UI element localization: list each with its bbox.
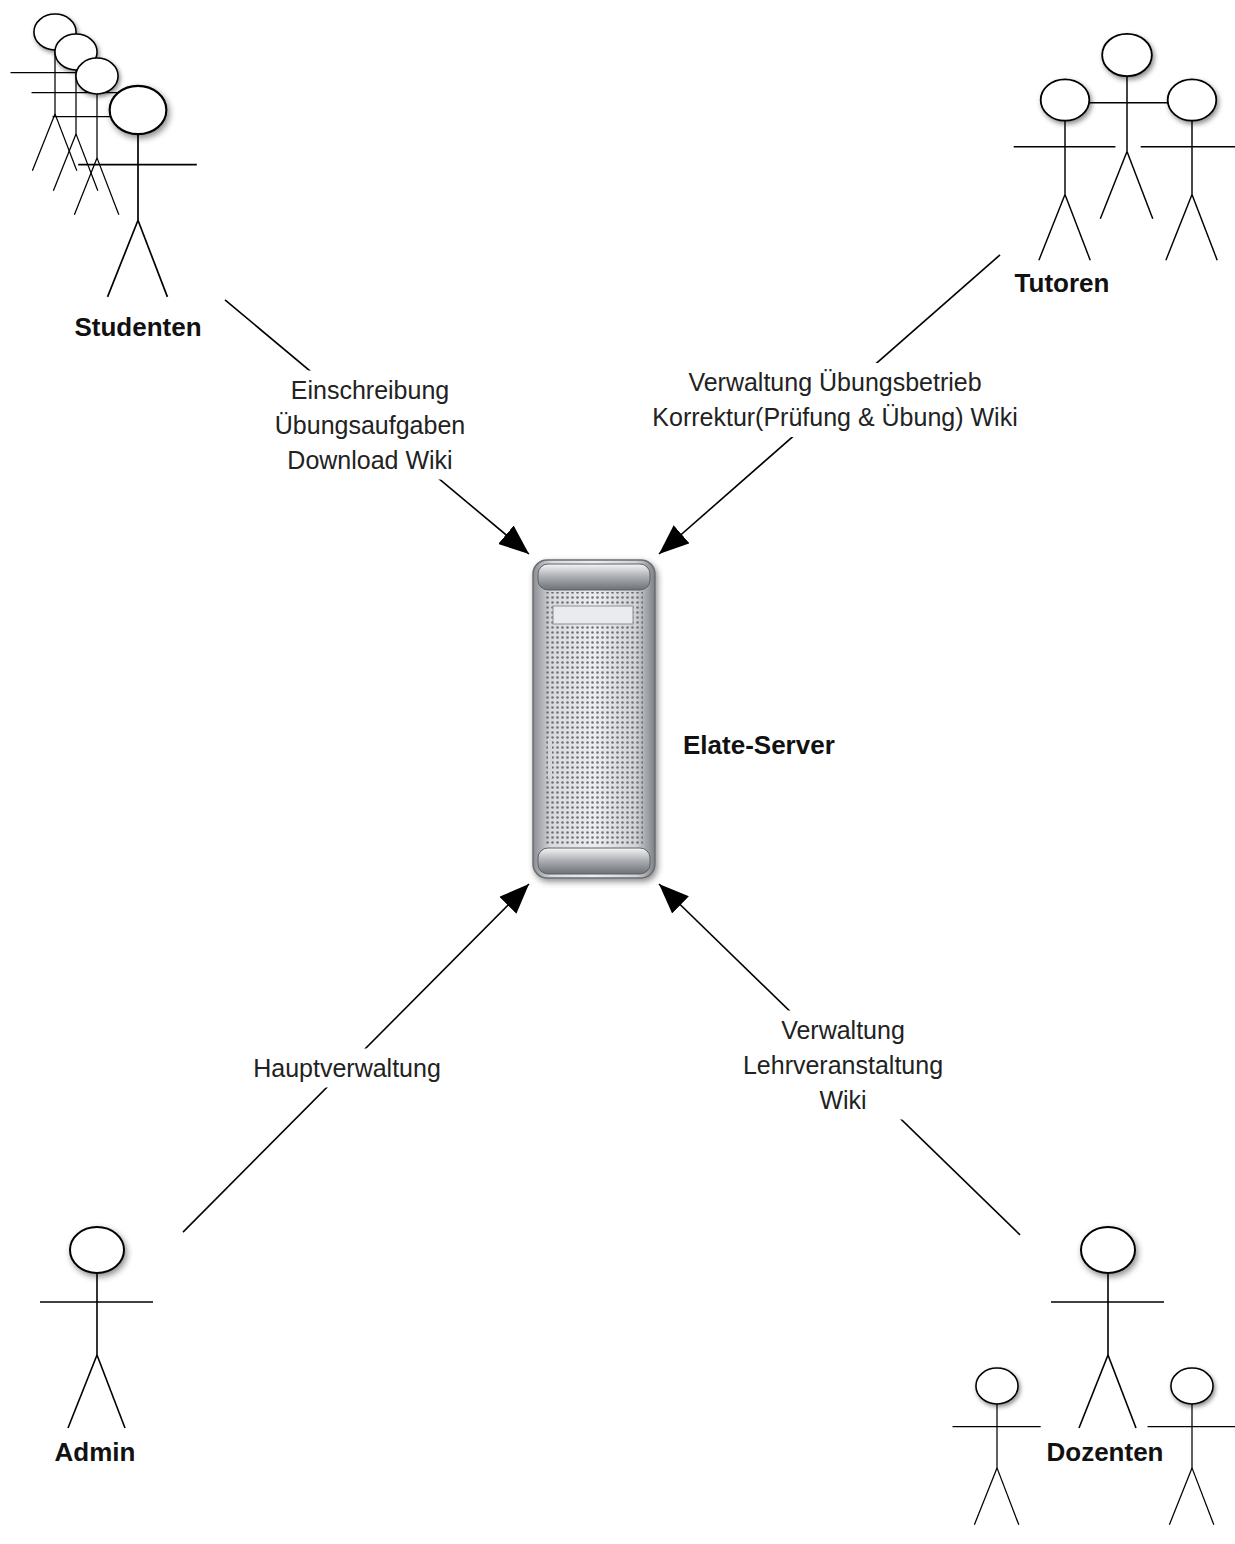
- tutor-figures: [1014, 34, 1235, 260]
- actor-node: Admin: [38, 1222, 183, 1432]
- edge-label: Einschreibung Übungsaufgaben Download Wi…: [271, 371, 469, 480]
- actor-name: Dozenten: [1044, 1437, 1167, 1467]
- actor-node: Tutoren: [1000, 25, 1230, 265]
- edge-label: Verwaltung Übungsbetrieb Korrektur(Prüfu…: [646, 363, 1024, 437]
- student-figures: [11, 14, 197, 297]
- actor-node: Dozenten: [955, 1222, 1230, 1544]
- actor-name: Elate-Server: [680, 730, 838, 760]
- edge-label: Hauptverwaltung: [249, 1049, 445, 1088]
- server-illustration: [533, 560, 655, 878]
- admin-figure: [40, 1227, 153, 1428]
- actor-name: Tutoren: [1012, 268, 1113, 298]
- actor-node: Elate-Server: [533, 560, 655, 878]
- connector-arrow: [183, 884, 529, 1232]
- actor-node: Studenten: [10, 5, 225, 305]
- actor-name: Admin: [52, 1437, 139, 1467]
- edge-label: Verwaltung Lehrveranstaltung Wiki: [719, 1011, 967, 1120]
- connector-arrow: [225, 300, 529, 554]
- actor-name: Studenten: [71, 312, 204, 342]
- connector-arrow: [659, 884, 1020, 1235]
- lecturer-figures: [953, 1227, 1235, 1525]
